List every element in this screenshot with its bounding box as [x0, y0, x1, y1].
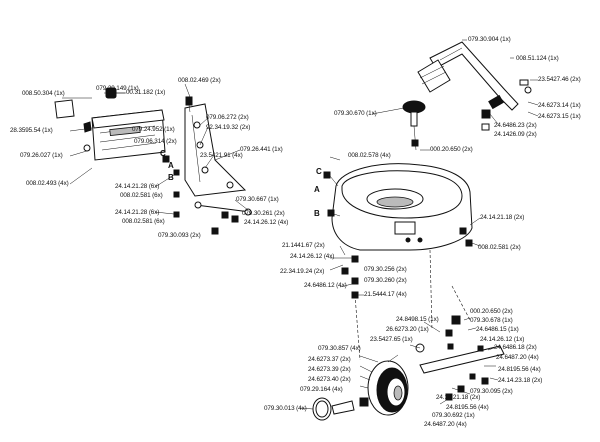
- label-008-02-581-b: 008.02.581 (6x): [122, 218, 165, 225]
- label-24-8498-15: 24.8498.15 (1x): [396, 316, 439, 323]
- rear-flap-part: [83, 109, 166, 161]
- label-079-29-164: 079.29.164 (4x): [300, 386, 343, 393]
- label-008-02-578: 008.02.578 (4x): [348, 152, 391, 159]
- front-axle-part: [409, 315, 505, 405]
- label-24-6273-39: 24.6273.39 (2x): [308, 366, 351, 373]
- label-23-5421-91: 23.5421.91 (4x): [200, 152, 243, 159]
- label-letter-a: A: [314, 185, 320, 194]
- label-21-1441-67: 21.1441.67 (2x): [282, 242, 325, 249]
- label-letter-b: B: [314, 209, 320, 218]
- label-079-30-667: 079.30.667 (1x): [236, 196, 279, 203]
- label-92-34-19-32: 92.34.19.32 (2x): [206, 124, 251, 131]
- wheel-part: [359, 354, 409, 416]
- label-079-30-095: 079.30.095 (2x): [470, 388, 513, 395]
- label-008-02-493: 008.02.493 (4x): [26, 180, 69, 187]
- label-24-14-21-18-a: 24.14.21.18 (2x): [480, 214, 525, 221]
- label-24-14-23-18: 24.14.23.18 (2x): [498, 377, 543, 384]
- label-24-6486-23: 24.6486.23 (2x): [494, 122, 537, 129]
- label-008-02-581-c: 008.02.581 (2x): [478, 244, 521, 251]
- handle-bracket-part: [162, 96, 247, 218]
- label-24-14-21-18-b: 24.14.21.18 (2x): [436, 394, 481, 401]
- label-079-29-149: 079.29.149 (1x): [96, 85, 139, 92]
- mower-deck-part: [323, 156, 481, 251]
- label-21-5444-17: 21.5444.17 (4x): [364, 291, 407, 298]
- label-24-6486-15: 24.6486.15 (1x): [476, 326, 519, 333]
- label-22-34-19-24: 22.34.19.24 (2x): [280, 268, 325, 275]
- label-letter-a-bracket: A: [168, 161, 174, 170]
- rear-axle-parts: [329, 245, 364, 299]
- label-079-30-261: 079.30.261 (2x): [242, 210, 285, 217]
- height-knob-part: [371, 100, 430, 151]
- label-079-30-260: 079.30.260 (2x): [364, 277, 407, 284]
- label-24-6273-14: 24.6273.14 (1x): [538, 102, 581, 109]
- label-letter-c: C: [316, 167, 322, 176]
- label-letter-b-bracket: B: [168, 173, 174, 182]
- leader-lines-bracket: [154, 83, 249, 215]
- bracket-top-left-part: [105, 87, 126, 99]
- label-079-30-678: 079.30.678 (1x): [470, 317, 513, 324]
- label-079-30-256: 079.30.256 (2x): [364, 266, 407, 273]
- label-24-8195-56-a: 24.8195.56 (4x): [498, 366, 541, 373]
- label-23-5427-46: 23.5427.46 (2x): [538, 76, 581, 83]
- label-079-30-670: 079.30.670 (1x): [334, 110, 377, 117]
- label-23-5427-65: 23.5427.65 (1x): [370, 336, 413, 343]
- label-24-14-26-12-a: 24.14.26.12 (4x): [244, 219, 289, 226]
- label-079-06-272: 079.06.272 (2x): [206, 114, 249, 121]
- label-079-30-857: 079.30.857 (4x): [318, 345, 361, 352]
- label-008-50-304: 008.50.304 (1x): [22, 90, 65, 97]
- label-079-26-027: 079.26.027 (1x): [20, 152, 63, 159]
- label-008-51-124: 008.51.124 (1x): [516, 55, 559, 62]
- label-24-6487-20-b: 24.6487.20 (4x): [424, 421, 467, 428]
- label-26-6273-20: 26.6273.20 (1x): [386, 326, 429, 333]
- label-24-6273-15: 24.6273.15 (1x): [538, 113, 581, 120]
- label-letter-c-bracket: C: [160, 149, 166, 158]
- wheel-cap-part: [299, 397, 369, 421]
- label-24-6273-37: 24.6273.37 (2x): [308, 356, 351, 363]
- label-008-02-581-a: 008.02.581 (6x): [120, 192, 163, 199]
- label-24-14-21-28-b: 24.14.21.28 (6x): [115, 209, 160, 216]
- handle-part: [417, 39, 539, 131]
- label-079-30-904: 079.30.904 (1x): [468, 36, 511, 43]
- label-24-6486-18: 24.6486.18 (2x): [494, 344, 537, 351]
- label-24-6273-40: 24.6273.40 (2x): [308, 376, 351, 383]
- label-00-31-182: 00.31.182 (1x): [126, 89, 166, 96]
- label-008-02-469: 008.02.469 (2x): [178, 77, 221, 84]
- label-079-30-093: 079.30.093 (2x): [158, 232, 201, 239]
- rod-part: [194, 201, 252, 235]
- label-24-8195-56-b: 24.8195.56 (4x): [446, 404, 489, 411]
- label-28-3595-54: 28.3595.54 (1x): [10, 127, 53, 134]
- label-079-06-314: 079.06.314 (2x): [134, 138, 177, 145]
- label-24-14-21-28-a: 24.14.21.28 (6x): [115, 183, 160, 190]
- assembly-guide-lines: [354, 249, 471, 361]
- label-24-1426-09: 24.1426.09 (2x): [494, 131, 537, 138]
- label-24-14-26-12-c: 24.14.26.12 (1x): [480, 336, 525, 343]
- label-079-30-692: 079.30.692 (1x): [432, 412, 475, 419]
- label-000-20-650-b: 000.20.650 (2x): [470, 308, 513, 315]
- label-079-24-952: 079.24.952 (1x): [132, 126, 175, 133]
- label-000-20-650-a: 000.20.650 (2x): [430, 146, 473, 153]
- label-079-26-441: 079.26.441 (1x): [240, 146, 283, 153]
- label-079-30-013: 079.30.013 (4x): [264, 405, 307, 412]
- label-24-6487-20-a: 24.6487.20 (4x): [496, 354, 539, 361]
- label-24-6486-12: 24.6486.12 (4x): [304, 282, 347, 289]
- cover-plate-part: [54, 99, 75, 119]
- label-24-14-26-12-b: 24.14.26.12 (4x): [290, 253, 335, 260]
